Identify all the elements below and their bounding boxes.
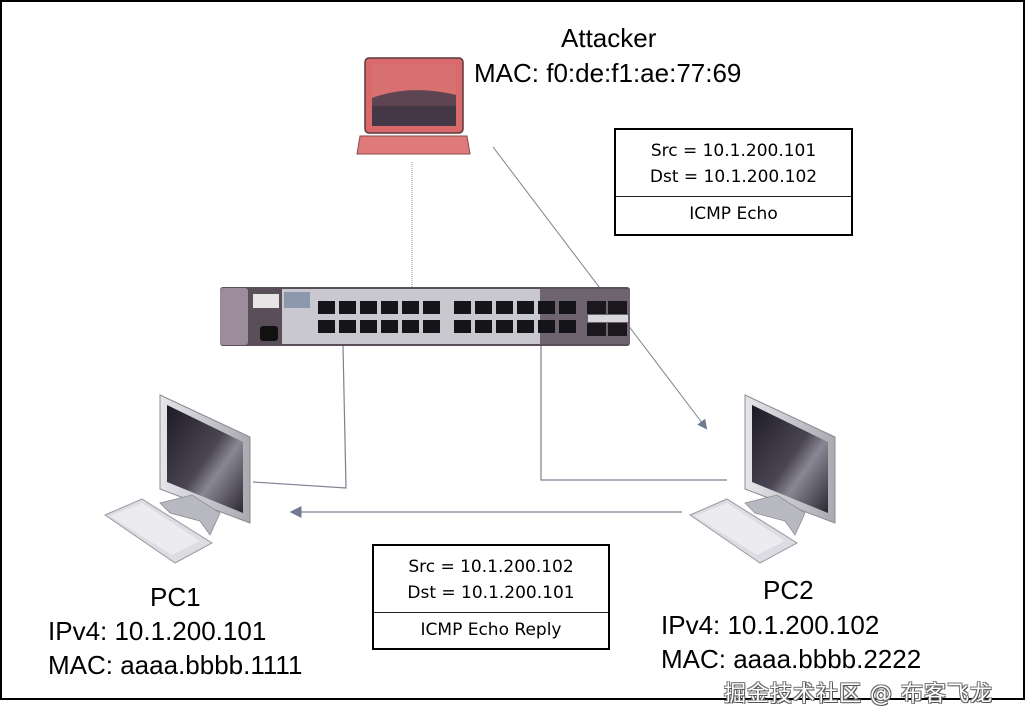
packet-header: Src = 10.1.200.101 Dst = 10.1.200.102	[616, 130, 851, 197]
link-switch-pc2	[540, 346, 727, 481]
switch-port	[318, 301, 335, 314]
switch-port	[339, 301, 356, 314]
switch-port	[496, 320, 513, 333]
switch-port	[318, 320, 335, 333]
switch-port	[454, 301, 471, 314]
link-switch-pc1	[252, 345, 347, 489]
switch-uplink-port	[608, 301, 627, 314]
switch-port	[538, 320, 555, 333]
attacker-laptop-icon[interactable]	[356, 57, 471, 155]
packet-type: ICMP Echo Reply	[420, 620, 562, 640]
packet-src: Src = 10.1.200.102	[408, 557, 574, 577]
attacker-name: Attacker	[561, 23, 657, 53]
switch-port	[538, 301, 555, 314]
packet-dst: Dst = 10.1.200.102	[649, 167, 818, 187]
attacker-mac: MAC: f0:de:f1:ae:77:69	[474, 58, 742, 88]
links	[252, 146, 727, 518]
switch-port	[559, 301, 576, 314]
packet-src: Src = 10.1.200.101	[650, 141, 817, 161]
switch-port	[475, 320, 492, 333]
switch-uplink-port	[587, 323, 606, 336]
pc2-name: PC2	[763, 575, 814, 605]
switch-uplink-port	[587, 301, 606, 314]
switch-ports	[318, 301, 627, 336]
switch-port	[475, 301, 492, 314]
switch-port	[423, 320, 440, 333]
watermark: 掘金技术社区 @ 布客飞龙	[724, 682, 993, 707]
switch-port	[381, 320, 398, 333]
switch-port	[496, 301, 513, 314]
switch-port	[402, 320, 419, 333]
switch-port	[423, 301, 440, 314]
switch-port	[517, 301, 534, 314]
switch-uplink-port	[608, 323, 627, 336]
pc1-computer-icon[interactable]	[103, 394, 251, 564]
packet-header: Src = 10.1.200.102 Dst = 10.1.200.101	[374, 546, 608, 613]
switch-port	[454, 320, 471, 333]
packet-echo-box: Src = 10.1.200.101 Dst = 10.1.200.102 IC…	[614, 128, 853, 236]
switch-port	[517, 320, 534, 333]
pc2-computer-icon[interactable]	[688, 394, 836, 564]
switch-port	[402, 301, 419, 314]
switch-port	[339, 320, 356, 333]
pc2-ipv4: IPv4: 10.1.200.102	[661, 610, 880, 640]
network-switch-icon[interactable]	[220, 287, 630, 346]
pc1-name: PC1	[150, 582, 201, 612]
packet-dst: Dst = 10.1.200.101	[407, 583, 575, 603]
packet-echo-reply-box: Src = 10.1.200.102 Dst = 10.1.200.101 IC…	[372, 544, 610, 650]
switch-port	[559, 320, 576, 333]
pc2-mac: MAC: aaaa.bbbb.2222	[661, 644, 922, 674]
pc1-ipv4: IPv4: 10.1.200.101	[48, 616, 267, 646]
diagram-frame	[0, 0, 1025, 700]
pc1-mac: MAC: aaaa.bbbb.1111	[48, 650, 303, 680]
packet-type: ICMP Echo	[689, 204, 778, 224]
switch-port	[360, 320, 377, 333]
switch-port	[360, 301, 377, 314]
switch-port	[381, 301, 398, 314]
